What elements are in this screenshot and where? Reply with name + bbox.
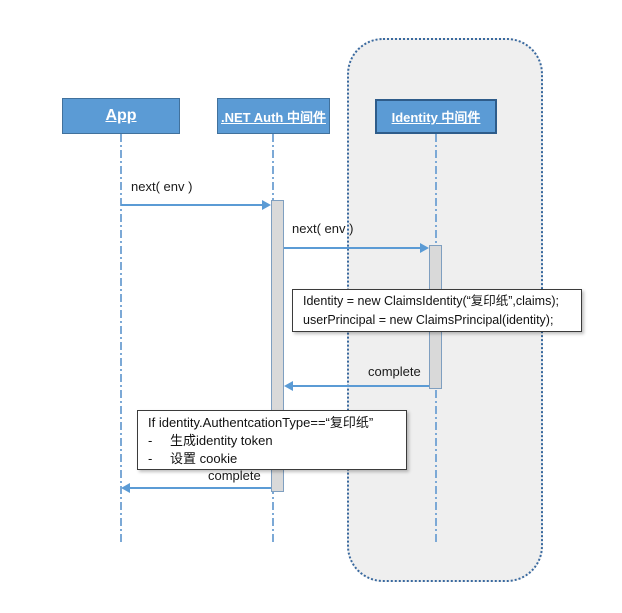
lifeline-app bbox=[120, 134, 122, 543]
arrowhead-right-icon bbox=[420, 243, 429, 253]
note-if-item-1: 生成identity token bbox=[170, 433, 273, 448]
actor-box-app: App bbox=[62, 98, 180, 134]
actor-label-net-auth: .NET Auth 中间件 bbox=[221, 109, 326, 125]
bullet-dash: - bbox=[148, 433, 153, 448]
note-if-bullet-2: - 设置 cookie bbox=[148, 450, 406, 468]
arrowhead-left-icon bbox=[284, 381, 293, 391]
actor-label-identity: Identity 中间件 bbox=[391, 110, 481, 125]
note-if-item-2: 设置 cookie bbox=[170, 451, 238, 466]
actor-box-identity: Identity 中间件 bbox=[375, 99, 497, 134]
bullet-dash: - bbox=[148, 451, 153, 466]
actor-box-net-auth: .NET Auth 中间件 bbox=[217, 98, 330, 134]
message-label-next-env-2: next( env ) bbox=[292, 221, 354, 236]
message-line-4 bbox=[130, 487, 271, 489]
arrowhead-left-icon bbox=[121, 483, 130, 493]
note-if-bullet-1: - 生成identity token bbox=[148, 432, 406, 450]
message-label-complete-2: complete bbox=[208, 468, 261, 483]
arrowhead-right-icon bbox=[262, 200, 271, 210]
note-authentication-condition: If identity.AuthentcationType==“复印纸” - 生… bbox=[137, 410, 407, 470]
actor-label-app: App bbox=[105, 107, 137, 124]
note-code-line-1: Identity = new ClaimsIdentity(“复印纸”,clai… bbox=[303, 294, 559, 308]
note-if-title: If identity.AuthentcationType==“复印纸” bbox=[148, 415, 374, 430]
message-label-next-env-1: next( env ) bbox=[131, 179, 193, 194]
note-code-line-2: userPrincipal = new ClaimsPrincipal(iden… bbox=[303, 313, 554, 327]
message-line-3 bbox=[293, 385, 429, 387]
message-line-2 bbox=[284, 247, 420, 249]
message-line-1 bbox=[121, 204, 262, 206]
message-label-complete-1: complete bbox=[368, 364, 421, 379]
note-claims-identity-code: Identity = new ClaimsIdentity(“复印纸”,clai… bbox=[292, 289, 582, 332]
